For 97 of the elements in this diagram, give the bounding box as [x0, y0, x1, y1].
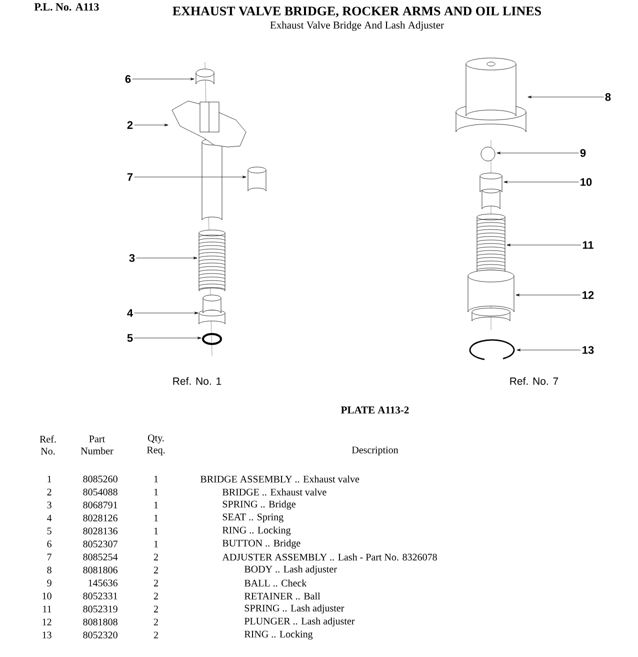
- button-drawing: [196, 68, 214, 84]
- ball-drawing: [480, 146, 496, 162]
- figure-label: Ref. No. 7: [510, 377, 558, 385]
- table-cell: 2: [47, 488, 52, 496]
- table-cell: 2: [154, 592, 158, 600]
- table-cell: 6: [47, 540, 52, 548]
- table-cell: 1: [154, 502, 158, 508]
- callout-number: 10: [580, 178, 592, 186]
- bridge-drawing: [172, 100, 246, 220]
- callout-number: 4: [127, 309, 133, 317]
- table-cell: 11: [43, 606, 52, 612]
- callout-number: 2: [127, 121, 133, 129]
- table-cell: 8052319: [83, 606, 118, 612]
- table-cell: 8068791: [83, 502, 118, 508]
- column-header: Qty. Req.: [146, 434, 165, 456]
- callout-number: 9: [580, 149, 586, 157]
- table-cell: 3: [47, 502, 52, 508]
- table-cell: BODY .. Lash adjuster: [244, 565, 337, 575]
- callout-number: 12: [582, 291, 594, 299]
- table-cell: RING .. Locking: [244, 630, 313, 640]
- table-cell: 145636: [88, 580, 118, 586]
- leader-line: [504, 180, 579, 184]
- callout-number: 8: [605, 93, 611, 101]
- leader-line: [134, 312, 198, 314]
- leader-line: [134, 336, 202, 340]
- spring-drawing: [198, 230, 226, 292]
- leader-line: [132, 78, 194, 80]
- table-cell: BUTTON .. Bridge: [222, 539, 300, 549]
- table-cell: 8054088: [83, 488, 118, 496]
- table-cell: 2: [154, 566, 158, 574]
- leader-line: [134, 176, 246, 178]
- table-cell: 2: [154, 554, 158, 560]
- table-cell: RETAINER .. Ball: [244, 592, 320, 600]
- leader-line: [136, 256, 198, 260]
- leader-line: [516, 348, 581, 352]
- table-cell: 5: [47, 528, 52, 534]
- table-cell: RING .. Locking: [222, 526, 291, 536]
- table-cell: 8052307: [83, 540, 118, 548]
- table-cell: 8081808: [83, 618, 118, 626]
- body-drawing: [456, 58, 526, 132]
- table-cell: BRIDGE ASSEMBLY .. Exhaust valve: [200, 475, 360, 483]
- table-cell: 9: [47, 580, 52, 586]
- plate-number: P.L. No. A113: [34, 3, 99, 11]
- table-cell: 1: [154, 528, 158, 534]
- table-cell: SPRING .. Lash adjuster: [244, 604, 344, 614]
- table-cell: 7: [47, 554, 52, 560]
- plunger-drawing: [468, 270, 514, 322]
- table-cell: 2: [154, 618, 158, 626]
- table-cell: 4: [47, 514, 52, 522]
- column-header: Ref. No.: [40, 435, 56, 455]
- table-cell: 8052320: [83, 632, 118, 638]
- table-cell: 2: [154, 580, 158, 586]
- callout-number: 6: [125, 75, 131, 83]
- ring-drawing: [469, 339, 515, 360]
- table-cell: 2: [154, 606, 158, 612]
- table-cell: 1: [48, 476, 52, 482]
- callout-number: 13: [582, 346, 594, 354]
- leader-line: [496, 152, 579, 154]
- ring-drawing: [202, 333, 222, 345]
- table-cell: 8028126: [83, 514, 118, 522]
- seat-drawing: [198, 294, 226, 324]
- retainer-drawing: [480, 172, 502, 210]
- table-cell: 8052331: [83, 592, 118, 600]
- table-cell: 1: [154, 488, 158, 496]
- leader-line: [506, 244, 582, 246]
- callout-number: 3: [129, 254, 135, 262]
- leader-line: [134, 124, 168, 126]
- callout-number: 11: [582, 241, 594, 249]
- plate-label: PLATE A113-2: [341, 406, 409, 414]
- table-cell: 8085254: [83, 554, 118, 560]
- table-cell: 8028136: [83, 528, 118, 534]
- table-cell: 8: [47, 566, 52, 574]
- table-cell: 2: [154, 632, 158, 638]
- table-cell: 13: [42, 632, 52, 638]
- figure-label: Ref. No. 1: [173, 377, 222, 385]
- column-header: Description: [352, 446, 398, 456]
- callout-number: 5: [127, 334, 133, 342]
- adjuster-drawing: [248, 166, 266, 192]
- table-cell: 1: [154, 540, 158, 548]
- table-cell: 1: [154, 476, 158, 482]
- table-cell: 8081806: [83, 566, 118, 574]
- table-cell: 12: [42, 618, 52, 626]
- column-header: Part Number: [80, 436, 114, 454]
- subtitle: Exhaust Valve Bridge And Lash Adjuster: [270, 21, 444, 31]
- table-cell: BALL .. Check: [244, 579, 307, 587]
- table-cell: BRIDGE .. Exhaust valve: [222, 488, 326, 496]
- table-cell: SEAT .. Spring: [222, 514, 284, 522]
- table-cell: 10: [42, 592, 52, 600]
- title: EXHAUST VALVE BRIDGE, ROCKER ARMS AND OIL LINES: [172, 6, 541, 18]
- leader-line: [516, 294, 581, 296]
- leader-line: [528, 96, 604, 98]
- table-cell: ADJUSTER ASSEMBLY .. Lash - Part No. 8326078: [222, 553, 437, 561]
- table-cell: PLUNGER .. Lash adjuster: [244, 617, 355, 627]
- table-cell: SPRING .. Bridge: [222, 500, 296, 510]
- callout-number: 7: [127, 173, 133, 181]
- table-cell: 1: [154, 514, 158, 522]
- table-cell: 8085260: [83, 476, 118, 482]
